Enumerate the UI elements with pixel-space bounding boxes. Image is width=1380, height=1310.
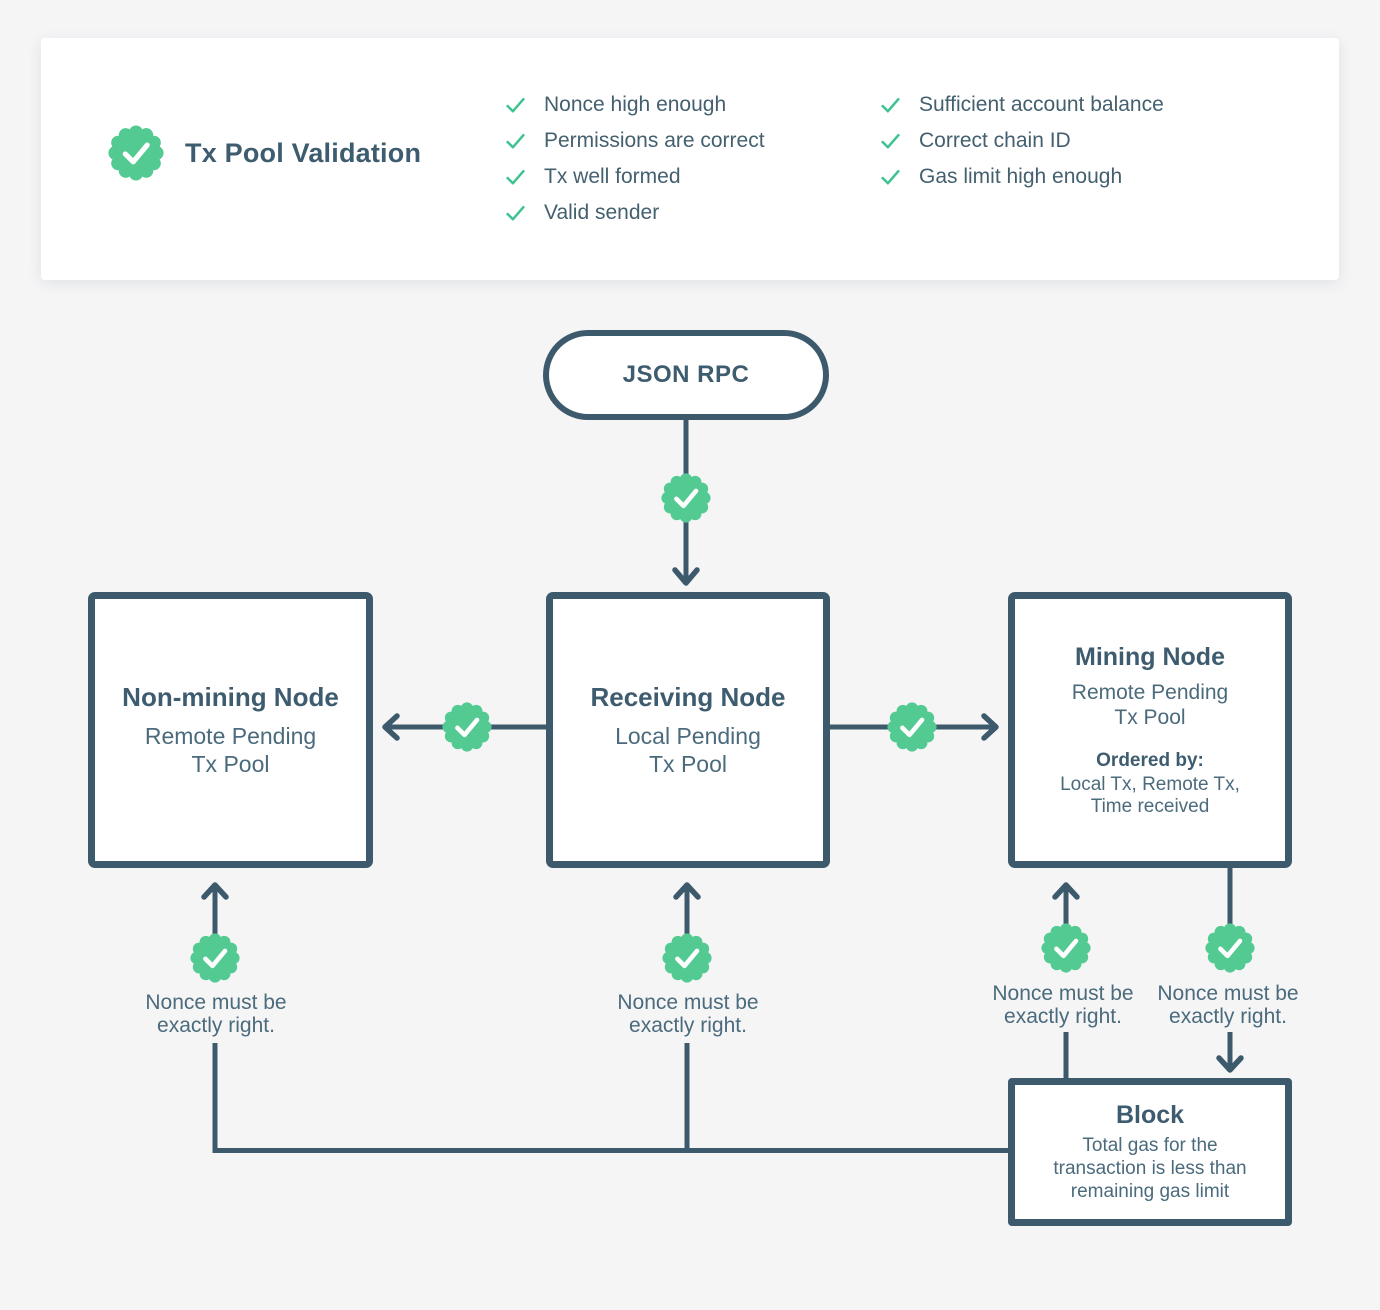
arrow-down-icon	[1216, 1055, 1244, 1073]
card-title: Tx Pool Validation	[185, 138, 422, 168]
arrow-up-icon	[673, 882, 701, 900]
checklist-item: Tx well formed	[505, 159, 765, 195]
json-rpc-node: JSON RPC	[543, 330, 829, 420]
checklist-column-2: Sufficient account balance Correct chain…	[880, 87, 1164, 195]
nonce-note: Nonce must be exactly right.	[145, 991, 287, 1037]
ordered-by-values: Local Tx, Remote Tx, Time received	[1060, 773, 1240, 817]
arrow-left-icon	[382, 713, 400, 741]
arrow-up-icon	[201, 882, 229, 900]
checklist-item-label: Correct chain ID	[919, 129, 1071, 152]
node-title: Block	[1115, 1101, 1185, 1129]
nonce-note: Nonce must be exactly right.	[1157, 982, 1299, 1028]
arrow-down-icon	[672, 567, 700, 586]
nonce-note: Nonce must be exactly right.	[617, 991, 759, 1037]
check-badge-icon	[1205, 923, 1254, 972]
checklist-item-label: Sufficient account balance	[919, 93, 1164, 116]
node-body: Total gas for the transaction is less th…	[1053, 1135, 1247, 1202]
checklist-item-label: Tx well formed	[544, 165, 681, 188]
check-badge-icon	[190, 933, 239, 982]
ordered-by-section: Ordered by: Local Tx, Remote Tx, Time re…	[1060, 750, 1240, 818]
checklist-item: Correct chain ID	[880, 123, 1164, 159]
ordered-by-label: Ordered by:	[1096, 749, 1204, 771]
check-badge-icon	[661, 473, 710, 522]
node-subtitle: Local Pending Tx Pool	[615, 723, 761, 777]
non-mining-node: Non-mining Node Remote Pending Tx Pool	[88, 592, 373, 868]
mining-node: Mining Node Remote Pending Tx Pool Order…	[1008, 592, 1292, 868]
checklist-item-label: Valid sender	[544, 201, 660, 224]
node-title: JSON RPC	[622, 361, 750, 388]
check-badge-icon	[662, 933, 711, 982]
node-subtitle: Remote Pending Tx Pool	[144, 723, 317, 777]
block-node: Block Total gas for the transaction is l…	[1008, 1078, 1292, 1226]
checklist-item: Permissions are correct	[505, 123, 765, 159]
check-badge-icon	[887, 702, 936, 751]
check-badge-icon	[442, 702, 491, 751]
checklist-item-label: Gas limit high enough	[919, 165, 1123, 188]
checklist-item: Sufficient account balance	[880, 87, 1164, 123]
checklist-item-label: Nonce high enough	[544, 93, 727, 116]
arrow-up-icon	[1052, 882, 1080, 900]
checklist-item: Gas limit high enough	[880, 159, 1164, 195]
checklist-item-label: Permissions are correct	[544, 129, 765, 152]
receiving-node: Receiving Node Local Pending Tx Pool	[546, 592, 830, 868]
arrow-right-icon	[981, 713, 999, 741]
arrowheads	[201, 567, 1244, 1073]
node-title: Non-mining Node	[122, 682, 339, 712]
nonce-note: Nonce must be exactly right.	[992, 982, 1134, 1028]
node-title: Receiving Node	[590, 682, 786, 712]
checklist-item: Valid sender	[505, 195, 765, 231]
checklist-item: Nonce high enough	[505, 87, 765, 123]
node-title: Mining Node	[1075, 642, 1225, 671]
check-badge-icon	[1041, 923, 1090, 972]
checklist-column-1: Nonce high enough Permissions are correc…	[505, 87, 765, 231]
node-subtitle: Remote Pending Tx Pool	[1071, 680, 1229, 729]
tx-pool-validation-card: Tx Pool Validation Nonce high enough Per…	[41, 38, 1339, 280]
